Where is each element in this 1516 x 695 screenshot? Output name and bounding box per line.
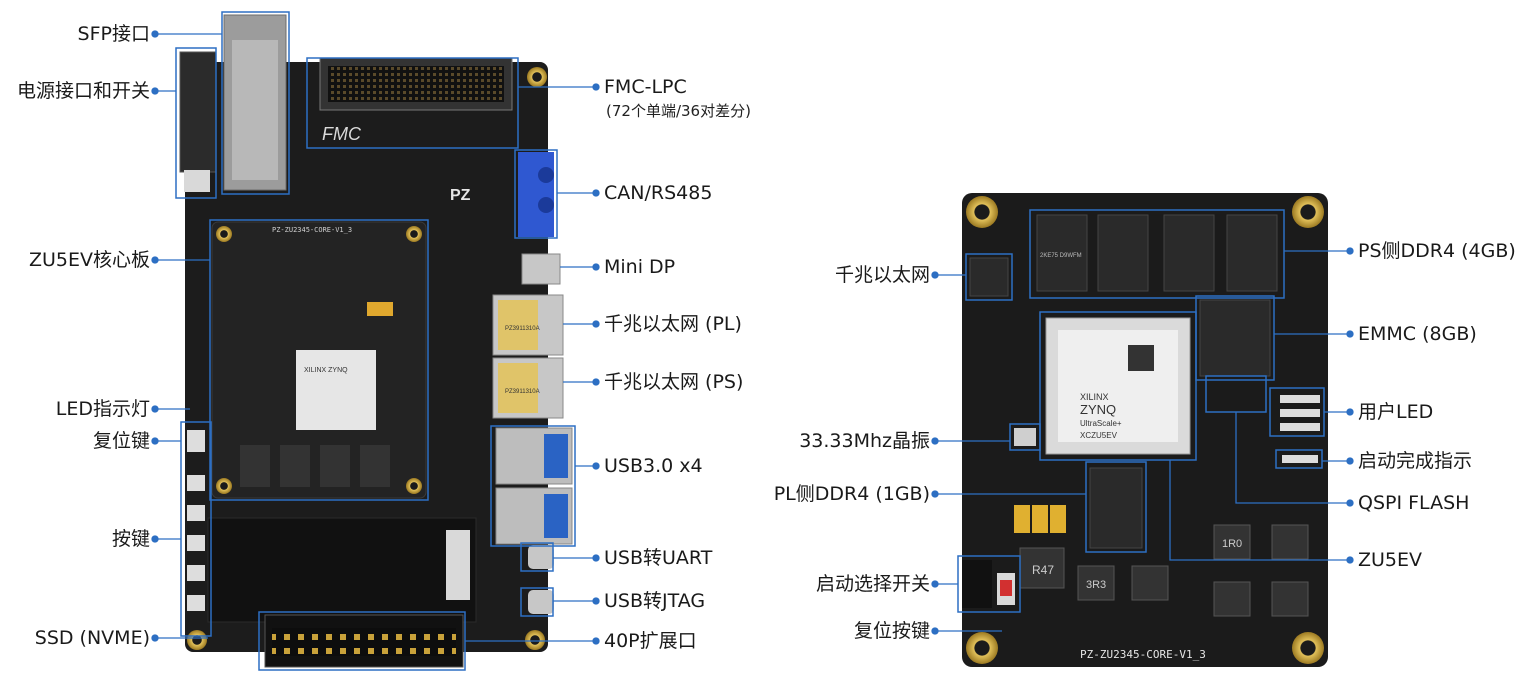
label-qspi: QSPI FLASH [1358,492,1470,514]
label-power: 电源接口和开关 [16,80,150,102]
label-usb3: USB3.0 x4 [604,455,703,477]
label-zu5ev: ZU5EV [1358,549,1423,571]
chip-line-3: XCZU5EV [1080,431,1118,440]
label-led: LED指示灯 [55,398,150,420]
label-reset-btn: 复位按键 [853,620,930,642]
label-pl-ddr: PL侧DDR4 (1GB) [773,483,930,505]
label-emmc: EMMC (8GB) [1358,323,1477,345]
label-fmc: FMC-LPC [604,76,687,98]
label-reset: 复位键 [92,430,150,452]
chip-line-0: XILINX [1080,392,1109,402]
label-user-led: 用户LED [1358,401,1434,423]
silk-pz: PZ [450,187,471,204]
label-can: CAN/RS485 [604,182,713,204]
ddr-mark: 2KE75 D9WFM [1040,253,1082,259]
label-osc: 33.33Mhz晶振 [799,430,930,452]
label-ps-ddr: PS侧DDR4 (4GB) [1358,240,1516,262]
chip-line-1: ZYNQ [1080,402,1116,417]
label-ext: 40P扩展口 [604,630,697,652]
label-dp: Mini DP [604,256,676,278]
eth-jack-text-pl: PZ3911310A [505,326,540,332]
label-fmc-sub: (72个单端/36对差分) [606,102,751,120]
label-sfp: SFP接口 [77,23,150,45]
chip-line-2: UltraScale+ [1080,419,1122,428]
chip-brand-left: XILINX ZYNQ [304,367,348,374]
inductor-b: 3R3 [1086,579,1106,591]
inductor-c: 1R0 [1222,538,1242,550]
label-ssd: SSD (NVME) [34,627,150,649]
label-boot-sel: 启动选择开关 [815,573,930,595]
label-keys: 按键 [111,528,150,550]
can-terminal [518,152,554,237]
label-eth-ps: 千兆以太网 (PS) [604,371,744,393]
silk-core-right: PZ-ZU2345-CORE-V1_3 [1080,648,1206,661]
label-done: 启动完成指示 [1358,450,1473,472]
ssd-slot [207,517,477,623]
right-board [962,193,1328,667]
silk-fmc: FMC [322,124,362,144]
usb-uart-port [528,545,554,569]
usb-jtag-port [528,590,554,614]
left-board [179,14,573,668]
label-core: ZU5EV核心板 [28,249,150,271]
label-eth-pl: 千兆以太网 (PL) [604,313,742,335]
eth-jack-text-ps: PZ3911310A [505,389,540,395]
silk-core-left: PZ-ZU2345-CORE-V1_3 [272,226,352,234]
label-uart: USB转UART [604,547,713,569]
power-jack [179,51,217,173]
label-eth: 千兆以太网 [834,264,930,286]
label-jtag: USB转JTAG [604,590,706,612]
mini-dp [521,253,561,285]
inductor-a: R47 [1032,563,1054,577]
